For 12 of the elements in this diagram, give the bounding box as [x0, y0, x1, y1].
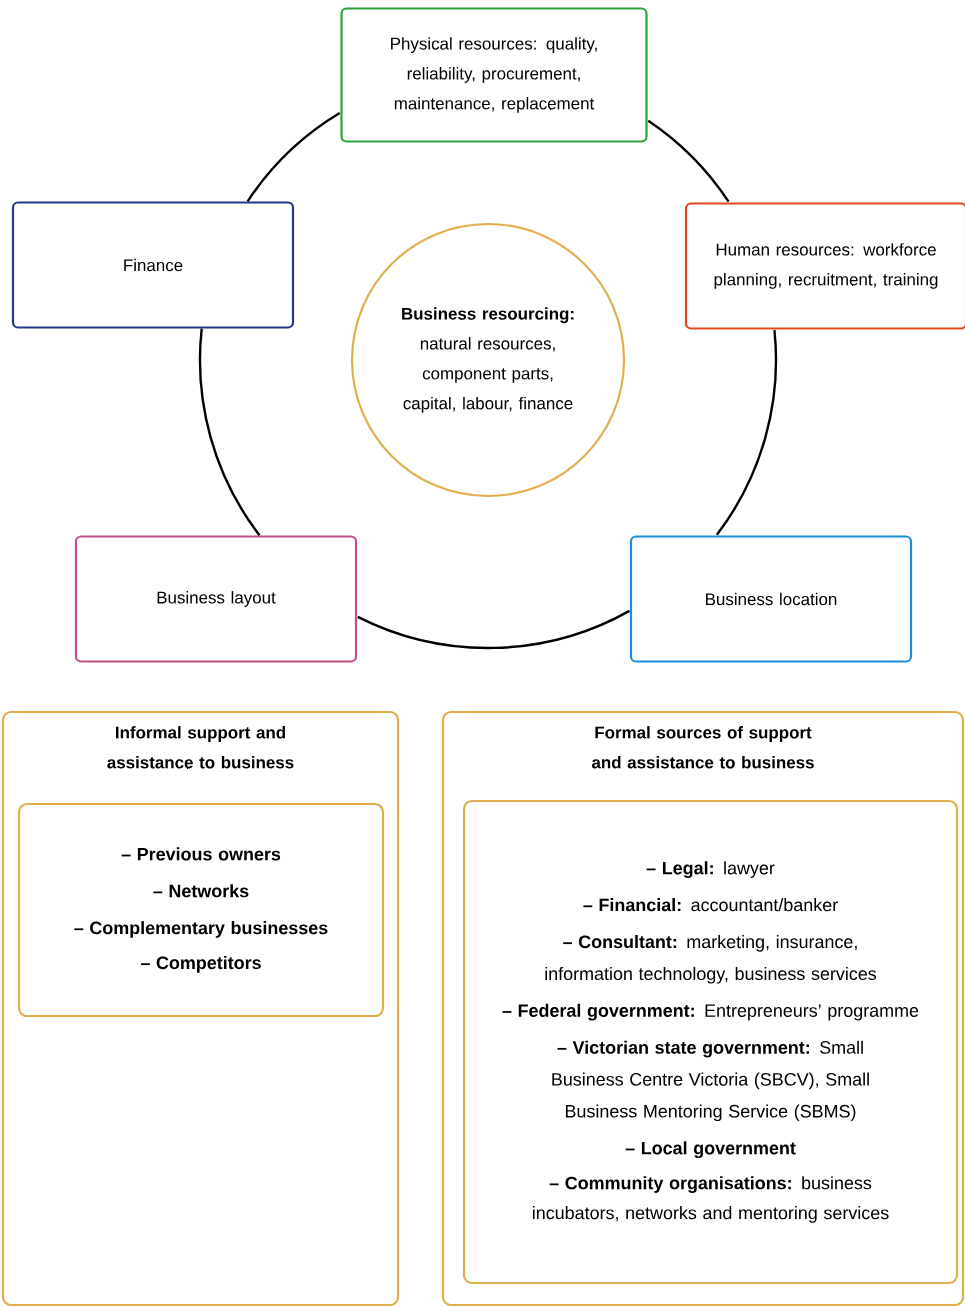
- ring-arc: [246, 112, 341, 202]
- list-box: – Legal: lawyer – Financial: accountant/banker – Consultant: marketing, insurance, information technology, business services – Federal government: Entrepreneurs’ programme – Victorian state government: Small Business Centre Victoria (SBCV), Small Business Mentoring Service (SBMS) – Local government – Community organisations: business incubators, networks and mentoring services: [462, 799, 959, 1285]
- topic-box: Business layout: [74, 535, 358, 663]
- ring-arc: [198, 328, 261, 537]
- topic-box: Finance: [11, 201, 295, 329]
- list-box: – Previous owners – Networks – Complementary businesses – Competitors: [17, 802, 385, 1018]
- topic-box: Business location: [629, 535, 913, 663]
- topic-box: Human resources: workforce planning, recruitment, training: [684, 202, 965, 330]
- ring-arc: [357, 609, 630, 650]
- ring-arc: [715, 330, 778, 536]
- topic-box: Physical resources: quality, reliability, procurement, maintenance, replacement: [340, 7, 648, 143]
- ring-arc: [647, 119, 730, 203]
